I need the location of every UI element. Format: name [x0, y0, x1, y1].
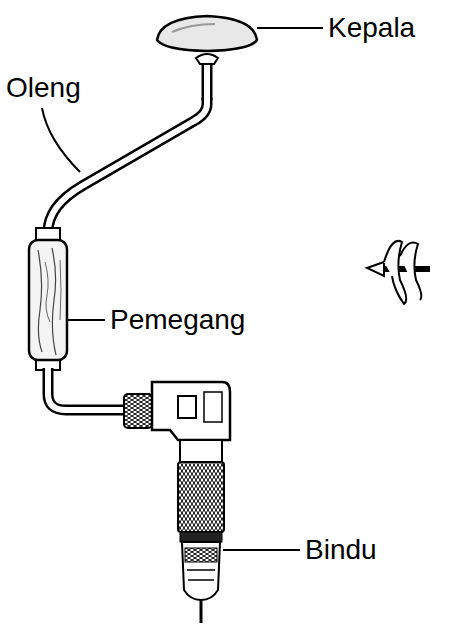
chuck [124, 382, 230, 623]
part-label: Kepala [326, 12, 417, 44]
leader-lines [42, 28, 323, 550]
auger-bit [367, 241, 430, 304]
part-label: Bindu [303, 534, 379, 566]
handle [29, 228, 67, 370]
part-label: Pemegang [108, 304, 247, 336]
head [157, 16, 257, 100]
part-label: Oleng [4, 72, 83, 104]
lower-crank [48, 368, 128, 410]
crank [48, 98, 207, 232]
